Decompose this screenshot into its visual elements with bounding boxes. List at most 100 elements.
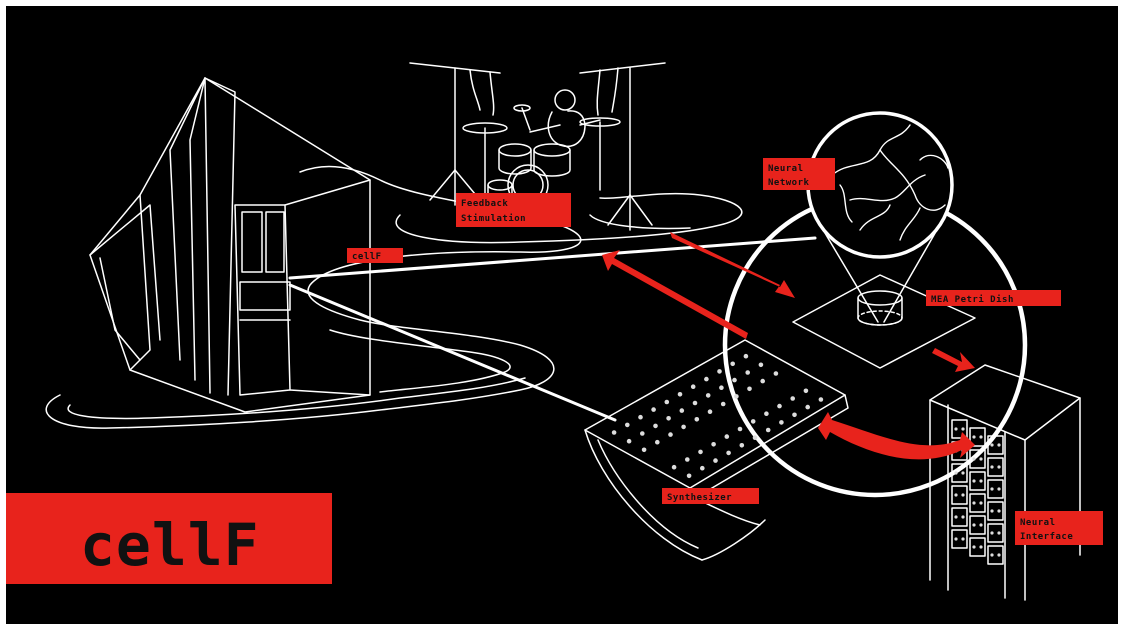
rack-led: [997, 531, 1000, 534]
svg-text:Synthesizer: Synthesizer: [667, 492, 732, 503]
svg-text:Interface: Interface: [1020, 532, 1073, 542]
synth-knob: [740, 443, 745, 448]
svg-text:Feedback: Feedback: [461, 199, 508, 209]
synth-knob: [792, 413, 797, 418]
synth-knob: [732, 378, 737, 383]
rack-led: [961, 515, 964, 518]
synth-knob: [719, 385, 724, 390]
synth-knob: [700, 466, 705, 471]
synth-knob: [706, 393, 711, 398]
rack-led: [961, 471, 964, 474]
synth-knob: [779, 420, 784, 425]
synth-knob: [759, 363, 764, 368]
synth-knob: [805, 405, 810, 410]
label-synthesizer: Synthesizer: [662, 488, 759, 504]
rack-led: [961, 493, 964, 496]
synth-knob: [708, 409, 713, 414]
synth-knob: [713, 458, 718, 463]
rack-led: [997, 443, 1000, 446]
synth-knob: [751, 419, 756, 424]
rack-led: [990, 509, 993, 512]
rack-led: [979, 545, 982, 548]
synth-knob: [717, 369, 722, 374]
svg-text:MEA Petri Dish: MEA Petri Dish: [931, 294, 1014, 305]
rack-led: [972, 545, 975, 548]
svg-text:Stimulation: Stimulation: [461, 213, 526, 224]
rack-led: [979, 501, 982, 504]
synth-knob: [747, 387, 752, 392]
synth-knob: [744, 354, 749, 359]
rack-led: [997, 487, 1000, 490]
synth-knob: [745, 370, 750, 375]
rack-led: [990, 443, 993, 446]
synth-knob: [685, 457, 690, 462]
synth-knob: [764, 411, 769, 416]
synth-knob: [760, 379, 765, 384]
svg-text:cellF: cellF: [80, 511, 260, 579]
label-neural-interface: Neural Interface: [1015, 511, 1103, 545]
synth-knob: [655, 440, 660, 445]
rack-led: [979, 523, 982, 526]
synth-knob: [734, 394, 739, 399]
rack-led: [972, 501, 975, 504]
rack-led: [990, 487, 993, 490]
rack-led: [954, 471, 957, 474]
synth-knob: [711, 442, 716, 447]
synth-knob: [687, 474, 692, 479]
rack-led: [990, 553, 993, 556]
svg-text:cellF: cellF: [352, 252, 382, 262]
rack-led: [990, 465, 993, 468]
synth-knob: [642, 448, 647, 453]
rack-led: [997, 509, 1000, 512]
synth-knob: [666, 416, 671, 421]
rack-led: [979, 457, 982, 460]
rack-led: [990, 531, 993, 534]
rack-led: [954, 537, 957, 540]
synth-knob: [695, 417, 700, 422]
synth-knob: [653, 424, 658, 429]
synth-knob: [693, 401, 698, 406]
synth-knob: [665, 400, 670, 405]
rack-led: [954, 493, 957, 496]
synth-knob: [704, 377, 709, 382]
synth-knob: [672, 465, 677, 470]
rack-led: [997, 553, 1000, 556]
label-cellf: cellF: [347, 248, 403, 263]
synth-knob: [766, 428, 771, 433]
rack-led: [961, 427, 964, 430]
rack-led: [979, 479, 982, 482]
synth-knob: [651, 407, 656, 412]
synth-knob: [691, 384, 696, 389]
svg-text:Neural: Neural: [768, 164, 804, 174]
rack-led: [954, 427, 957, 430]
svg-text:Neural: Neural: [1020, 518, 1056, 528]
synth-knob: [680, 408, 685, 413]
label-feedback-stimulation: Feedback Stimulation: [456, 193, 571, 227]
synth-knob: [753, 435, 758, 440]
synth-knob: [725, 434, 730, 439]
rack-led: [961, 537, 964, 540]
synth-knob: [819, 397, 824, 402]
rack-led: [972, 435, 975, 438]
synth-knob: [790, 396, 795, 401]
synth-knob: [726, 451, 731, 456]
rack-led: [979, 435, 982, 438]
synth-knob: [678, 392, 683, 397]
synth-knob: [681, 425, 686, 430]
synth-knob: [721, 402, 726, 407]
synth-knob: [625, 423, 630, 428]
synth-knob: [640, 431, 645, 436]
synth-knob: [777, 404, 782, 409]
synth-knob: [612, 430, 617, 435]
svg-text:Network: Network: [768, 178, 810, 188]
rack-led: [972, 479, 975, 482]
cellf-logo: cellF: [6, 493, 332, 584]
synth-knob: [698, 450, 703, 455]
label-mea-petri-dish: MEA Petri Dish: [926, 290, 1061, 306]
rack-led: [954, 515, 957, 518]
synth-knob: [804, 389, 809, 394]
rack-led: [972, 523, 975, 526]
rack-led: [997, 465, 1000, 468]
